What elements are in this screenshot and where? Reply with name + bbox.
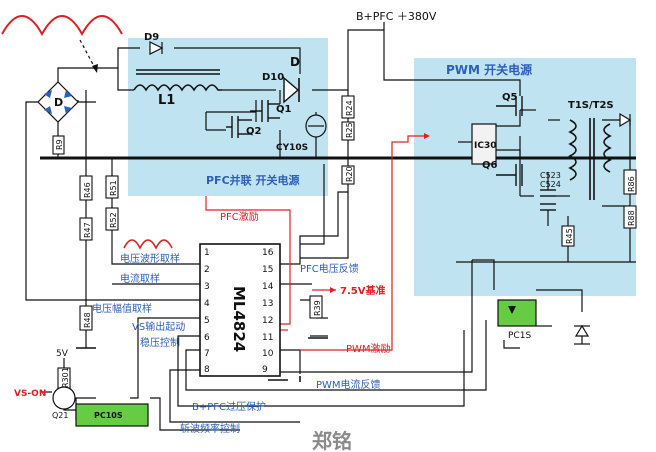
- label-stabilize: 稳压控制: [140, 336, 180, 349]
- label-ic30: IC30: [474, 141, 496, 151]
- mosfet-q2: [226, 116, 252, 138]
- label-pwm-drive: PWM激励: [346, 342, 391, 355]
- pin-2: 2: [204, 265, 210, 275]
- label-bridge-d: D: [54, 96, 63, 109]
- label-r20: R20: [345, 166, 354, 182]
- small-wave: [123, 239, 173, 250]
- pin-14: 14: [262, 282, 274, 292]
- zener-diode: [574, 324, 590, 345]
- pfc-zone-title: PFC并联 开关电源: [206, 173, 299, 187]
- label-pfc-drive: PFC激励: [220, 210, 259, 223]
- label-r48: R48: [83, 312, 92, 328]
- label-pc1s: PC1S: [508, 331, 531, 341]
- label-voltage-amp: 电压幅值取样: [92, 302, 152, 315]
- pin-4: 4: [204, 299, 210, 309]
- label-vs-start: VS输出起动: [132, 320, 185, 333]
- pin-8: 8: [204, 365, 210, 375]
- pfc-zone: [128, 38, 328, 196]
- capacitor-c523-c524: [540, 189, 556, 211]
- optocoupler-pc1s: [497, 299, 537, 327]
- pin-13: 13: [262, 299, 273, 309]
- capacitor-cy10s: [305, 114, 327, 138]
- ic-ml4824-body: [199, 243, 281, 377]
- label-r39: R39: [313, 300, 322, 316]
- pin-3: 3: [204, 282, 210, 292]
- label-pc10s: PC10S: [94, 411, 123, 420]
- rail-label: B+PFC ＋380V: [356, 10, 437, 23]
- inductor-l1: [133, 69, 222, 92]
- label-q5: Q5: [502, 92, 518, 103]
- rectified-wave: [1, 15, 123, 37]
- ground-symbols: [76, 337, 328, 382]
- diode-d9: [149, 41, 164, 55]
- label-5v: 5V: [56, 349, 69, 359]
- pin-1: 1: [204, 248, 210, 258]
- pin-10: 10: [262, 349, 274, 359]
- label-r25: R25: [345, 122, 354, 138]
- label-r24: R24: [345, 100, 354, 116]
- pin-11: 11: [262, 333, 273, 343]
- label-current-sample: 电流取样: [120, 272, 160, 285]
- pin-9: 9: [262, 365, 268, 375]
- label-r47: R47: [83, 222, 92, 238]
- pwm-zone-title: PWM 开关电源: [446, 62, 532, 77]
- label-d: D: [290, 55, 300, 69]
- pin-12: 12: [262, 316, 273, 326]
- label-l1: L1: [158, 93, 175, 108]
- label-overvolt: B+PFC过压保护: [192, 400, 266, 413]
- label-r88: R88: [627, 210, 636, 226]
- resistors: [52, 95, 637, 393]
- label-c524: C524: [540, 180, 561, 189]
- pin-16: 16: [262, 248, 274, 258]
- label-r86: R86: [627, 176, 636, 192]
- pwm-zone: [414, 58, 636, 296]
- label-r52: R52: [109, 212, 118, 228]
- label-r301: R301: [61, 367, 70, 388]
- label-c523: C523: [540, 171, 561, 180]
- ic30-body: [471, 123, 497, 165]
- label-q1: Q1: [276, 104, 292, 115]
- label-osc-freq: 斩波频率控制: [180, 422, 240, 435]
- label-pwm-current-fb: PWM电流反馈: [316, 378, 381, 391]
- output-diode: [619, 112, 632, 128]
- transistor-q21: [52, 386, 76, 410]
- label-r9: R9: [55, 139, 64, 150]
- label-r46: R46: [83, 182, 92, 198]
- label-q2: Q2: [246, 126, 262, 137]
- label-pfc-volt-fb: PFC电压反馈: [300, 262, 359, 275]
- label-cy10s: CY10S: [276, 143, 308, 153]
- pin-7: 7: [204, 349, 210, 359]
- wires: [25, 22, 521, 301]
- diode-d10: [283, 76, 300, 104]
- mosfet-q5: [496, 96, 523, 116]
- transformer-t1s-t2s: [568, 118, 612, 200]
- label-q6: Q6: [482, 160, 498, 171]
- label-vs-on: VS-ON: [14, 389, 46, 399]
- mosfet-q1: [250, 100, 280, 122]
- optocoupler-pc10s: [75, 403, 149, 427]
- label-d9: D9: [144, 32, 159, 43]
- label-ref-75: 7.5V基准: [340, 284, 385, 297]
- label-r51: R51: [109, 180, 118, 196]
- chip-name: ML4824: [230, 286, 248, 352]
- label-q21: Q21: [52, 411, 68, 420]
- mosfet-q6: [496, 164, 523, 186]
- label-r45: R45: [565, 228, 574, 244]
- pin-15: 15: [262, 265, 273, 275]
- label-t1t2s: T1S/T2S: [568, 100, 614, 111]
- pin-6: 6: [204, 333, 210, 343]
- watermark: 郑铭: [312, 429, 352, 452]
- pin-5: 5: [204, 316, 210, 326]
- label-d10: D10: [262, 72, 284, 83]
- label-current-wave: 电压波形取样: [120, 252, 180, 265]
